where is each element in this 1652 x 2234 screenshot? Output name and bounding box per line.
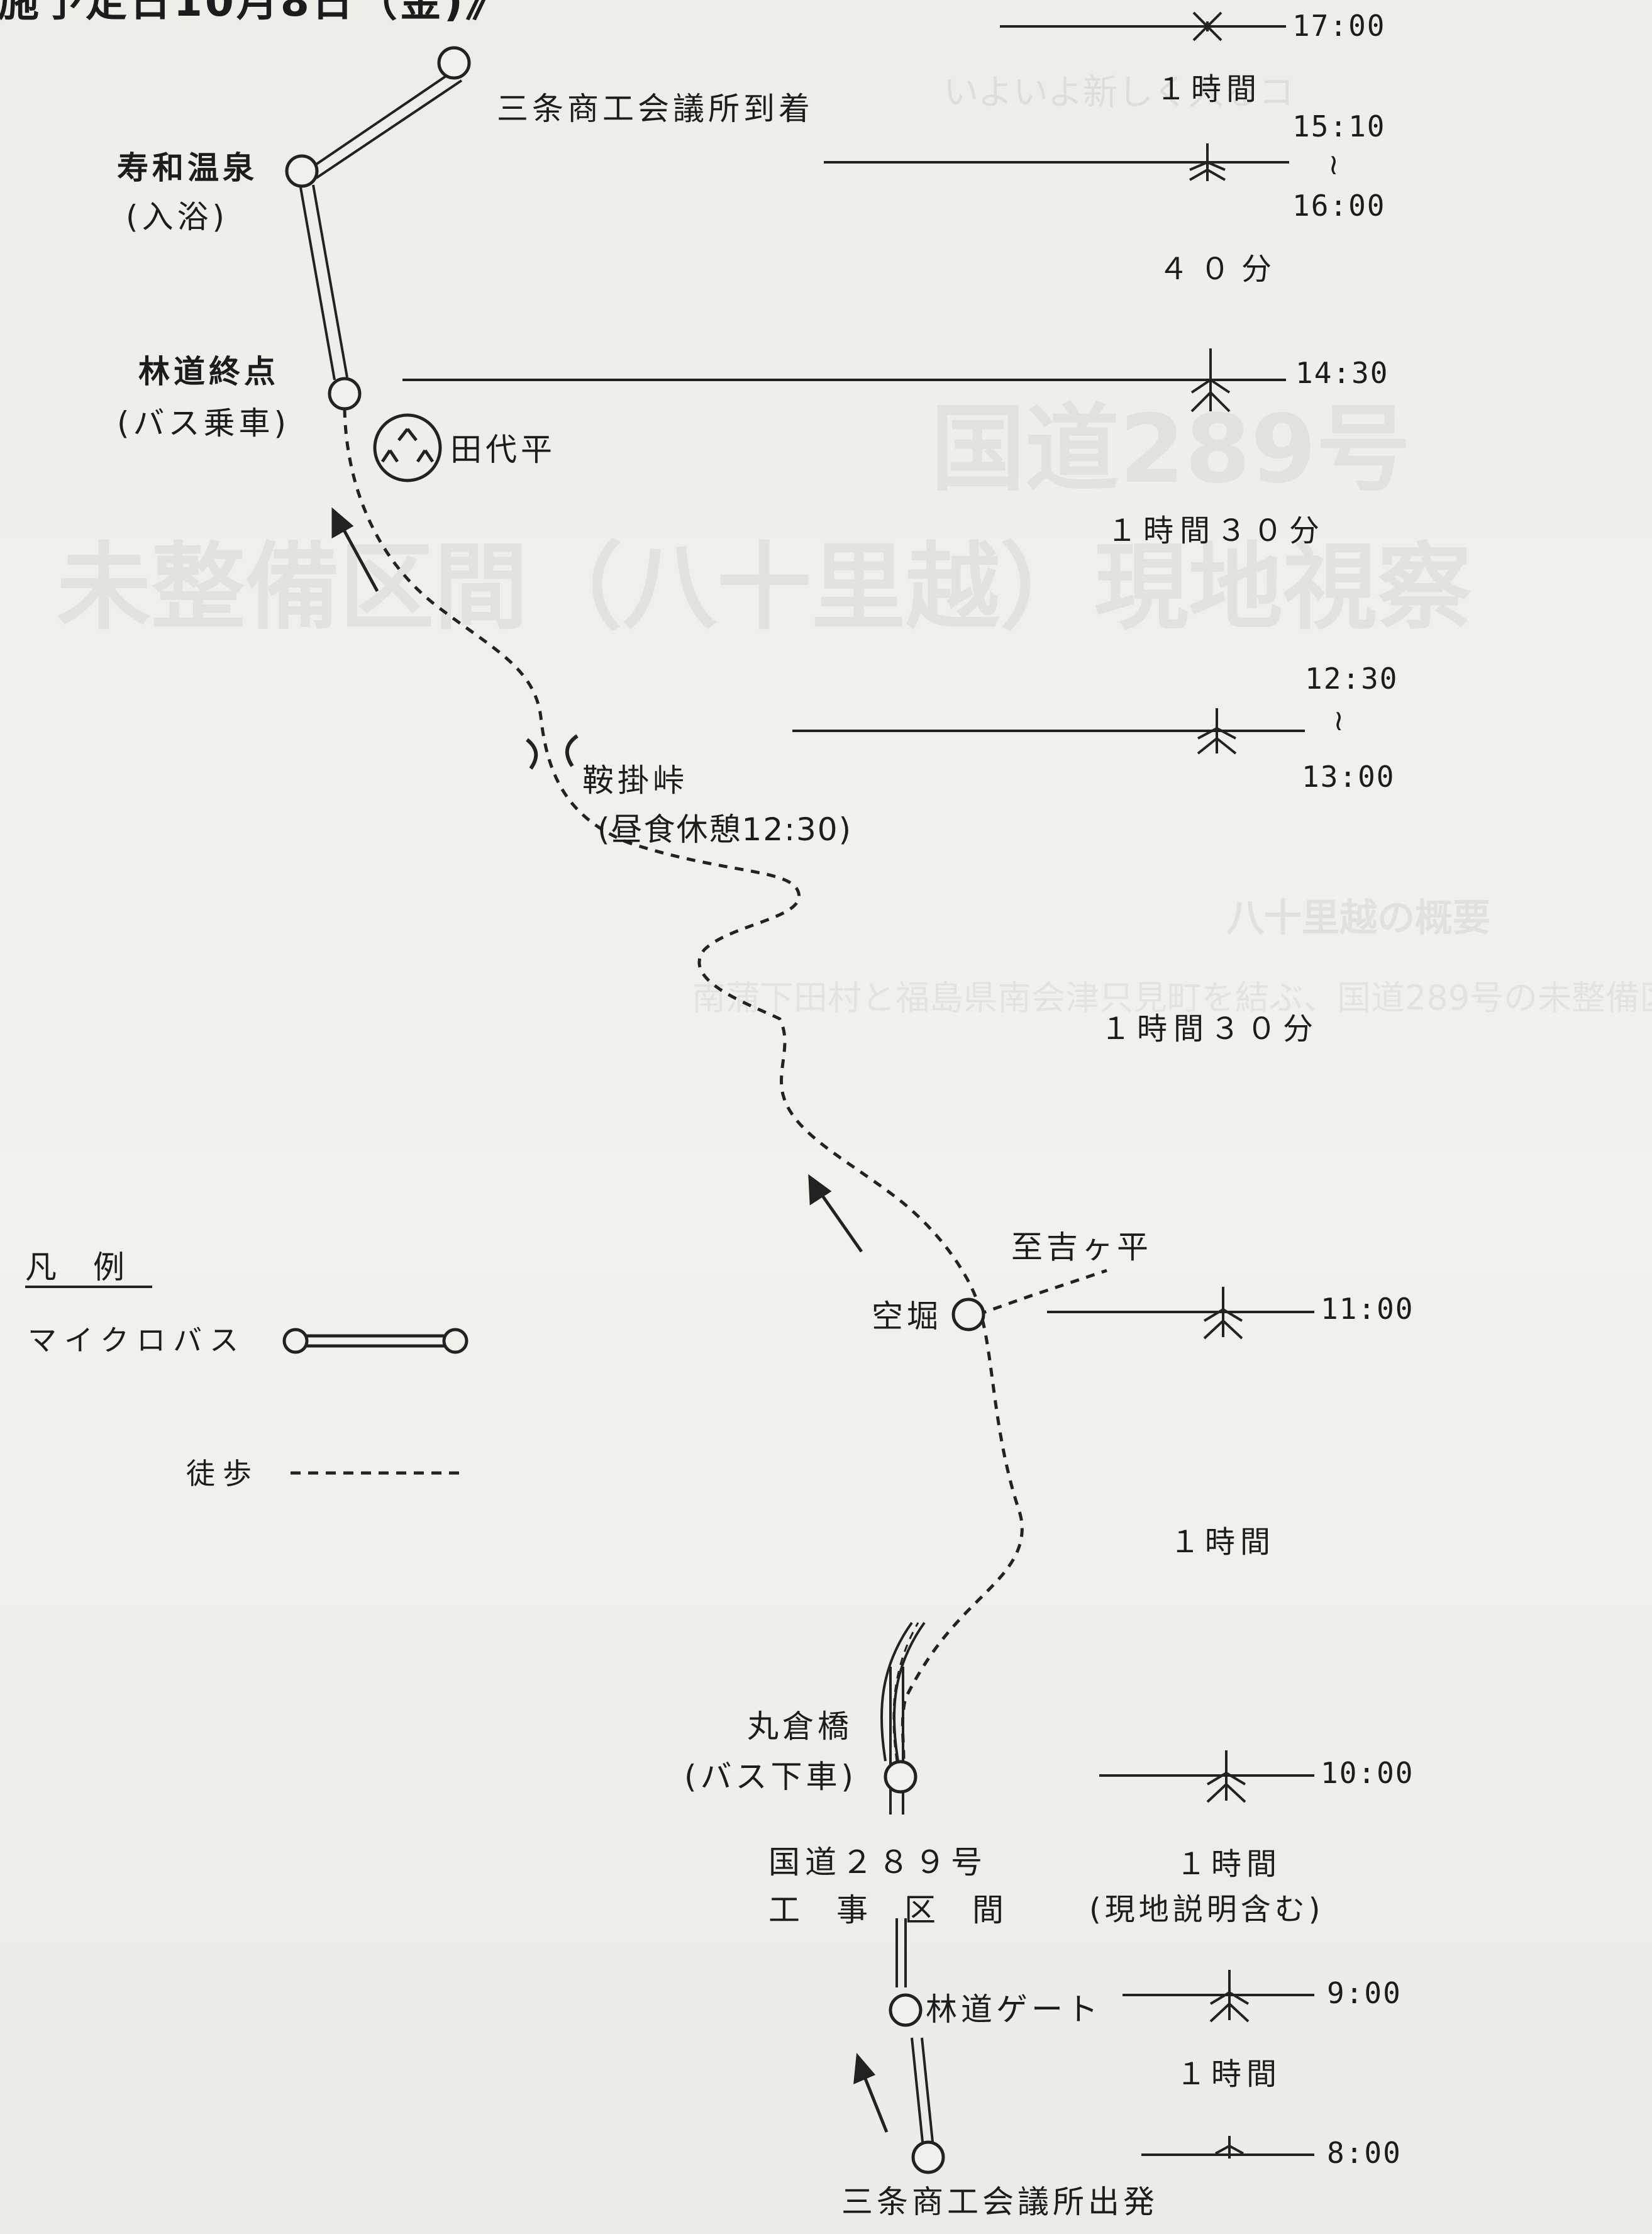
label-pass-note: (昼食休憩12:30) (597, 811, 853, 848)
bleed-through-heading: 国道289号 (931, 395, 1411, 504)
time-1600: 16:00 (1292, 189, 1386, 223)
legend-bus-label: マイクロバス (28, 1323, 247, 1357)
stop-sanjo-departure (911, 2140, 945, 2174)
duration-7: １時間 (1176, 2057, 1282, 2092)
duration-6: １時間 (1176, 1847, 1282, 1882)
time-1300: 13:00 (1302, 760, 1395, 794)
duration-6-note: (現地説明含む) (1089, 1892, 1324, 1927)
label-marukura-name: 丸倉橋 (747, 1708, 853, 1745)
label-destination: 三条商工会議所到着 (497, 91, 814, 127)
label-sorahori: 空堀 (872, 1298, 942, 1335)
header-title-fragment: 施予定日10月8日（金)》 (0, 0, 509, 26)
stop-sanjo-arrival (437, 46, 471, 80)
label-taishirodaira: 田代平 (450, 431, 556, 468)
time-900: 9:00 (1327, 1976, 1402, 2010)
walking-route (343, 408, 1024, 1774)
direction-arrow-icon (331, 507, 889, 2133)
legend-bus-symbol (282, 1328, 468, 1354)
label-rindo-end-name: 林道終点 (138, 353, 279, 390)
bus-route-lower (880, 1621, 934, 2148)
label-route-name: 国道２８９号 (768, 1844, 987, 1881)
label-onsen-name: 寿和温泉 (117, 150, 258, 186)
duration-1: １時間 (1156, 72, 1262, 107)
stop-rindo-gate (889, 1993, 923, 2027)
pass-symbol-icon (526, 734, 579, 770)
time-1510: 15:10 (1292, 109, 1386, 143)
time-1000: 10:00 (1321, 1756, 1414, 1790)
time-800: 8:00 (1327, 2136, 1402, 2170)
tilde-1: ≀ (1328, 147, 1341, 181)
time-1230: 12:30 (1305, 662, 1399, 696)
time-1700: 17:00 (1292, 9, 1386, 43)
bleed-through-sub: 八十里越の概要 (1226, 896, 1490, 940)
stop-rindo-end (328, 377, 362, 411)
timeline-markers (402, 11, 1314, 2159)
label-pass-name: 鞍掛峠 (582, 762, 688, 799)
bleed-through-heading-2: 未整備区間（八十里越）現地視察 (57, 533, 1472, 643)
label-yoshigahira: 至吉ヶ平 (1011, 1229, 1152, 1265)
yoshigahira-dashed-line (977, 1269, 1107, 1316)
stop-sorahori (951, 1298, 985, 1331)
legend-title: 凡 例 (25, 1249, 127, 1286)
bleed-through-body: 南蒲下田村と福島県南会津只見町を結ぶ、国道289号の未整備区間は (692, 978, 1652, 1018)
time-1100: 11:00 (1321, 1292, 1414, 1326)
bus-route-upper (299, 71, 463, 381)
label-rindo-gate: 林道ゲート (926, 1991, 1102, 2028)
duration-4: １時間３０分 (1100, 1011, 1320, 1047)
duration-3: １時間３０分 (1107, 513, 1326, 548)
tilde-2: ≀ (1333, 703, 1346, 737)
time-1430: 14:30 (1295, 356, 1389, 390)
label-route-section: 工 事 区 間 (768, 1892, 1006, 1928)
label-departure: 三条商工会議所出発 (841, 2184, 1158, 2220)
duration-2: ４０分 (1158, 252, 1283, 287)
stop-juwa-onsen (285, 154, 319, 188)
bus-inner-dashed (892, 1622, 919, 1762)
duration-5: １時間 (1170, 1525, 1276, 1560)
legend-walk-label: 徒歩 (186, 1457, 259, 1491)
stop-marukura (884, 1760, 917, 1794)
label-rindo-end-note: (バス乗車) (117, 405, 291, 442)
label-onsen-note: (入浴) (126, 199, 229, 235)
mountain-symbol-icon (373, 413, 442, 482)
label-marukura-note: (バス下車) (684, 1759, 858, 1795)
bleed-through-text: いよいよ新しく入るコ (943, 72, 1294, 113)
